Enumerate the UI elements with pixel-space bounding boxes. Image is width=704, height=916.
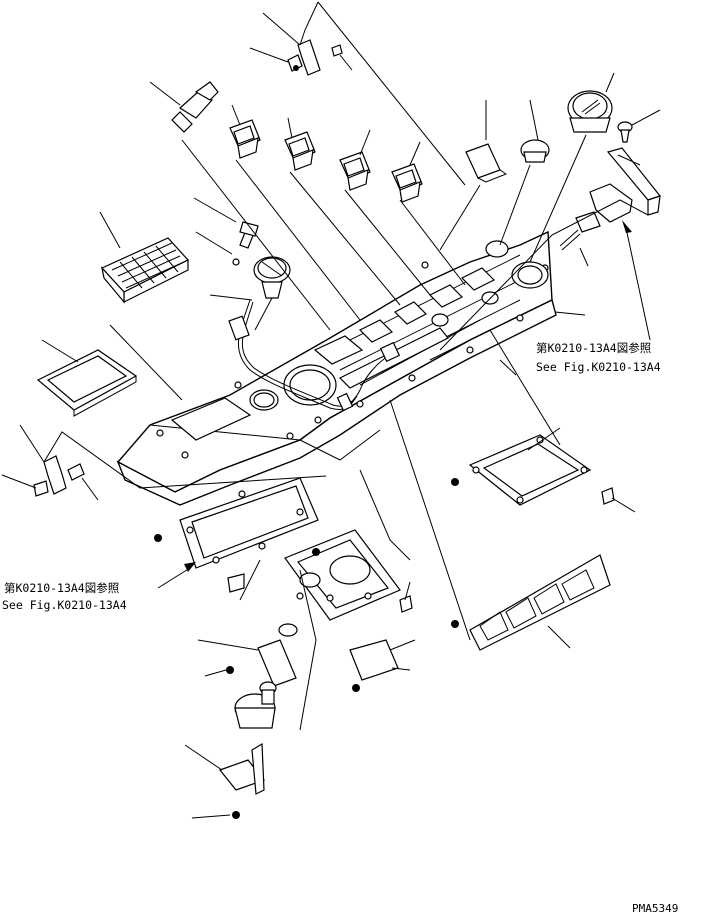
reference-label-right-en: See Fig.K0210-13A4	[536, 360, 661, 374]
rocker-switch-2	[284, 131, 316, 171]
gasket-plate-right	[451, 434, 615, 506]
rocker-switch-3	[339, 151, 371, 191]
wire-harness	[228, 299, 401, 412]
key-switch	[253, 256, 291, 331]
bracket-right	[559, 147, 662, 251]
buzzer	[234, 681, 277, 729]
bracket-lower	[226, 623, 399, 692]
round-gauge	[567, 90, 613, 133]
bracket-left	[33, 455, 85, 497]
rocker-switch-4	[391, 163, 423, 203]
drawing-number: PMA5349	[632, 902, 678, 915]
blank-plug	[465, 143, 508, 183]
gasket-frame	[36, 349, 138, 417]
connector-plug	[171, 81, 219, 133]
reference-label-right-jp: 第K0210-13A4図参照	[536, 341, 651, 355]
screw-right	[617, 121, 633, 143]
reference-label-left-jp: 第K0210-13A4図参照	[4, 581, 119, 595]
gasket-plate-mid	[284, 529, 413, 621]
bracket-bottom	[219, 742, 265, 819]
long-bolt	[232, 221, 259, 266]
gasket-plate-center	[154, 477, 319, 593]
round-cap	[520, 139, 550, 163]
reference-arrow-right	[622, 220, 651, 341]
clip-top	[287, 39, 343, 76]
nameplate-emblem	[451, 554, 611, 651]
reference-label-left-en: See Fig.K0210-13A4	[2, 598, 127, 612]
grille-cover	[100, 237, 189, 304]
rocker-switch-1	[229, 119, 261, 159]
leader-lines	[1, 1, 661, 819]
reference-arrow-left	[157, 562, 196, 589]
